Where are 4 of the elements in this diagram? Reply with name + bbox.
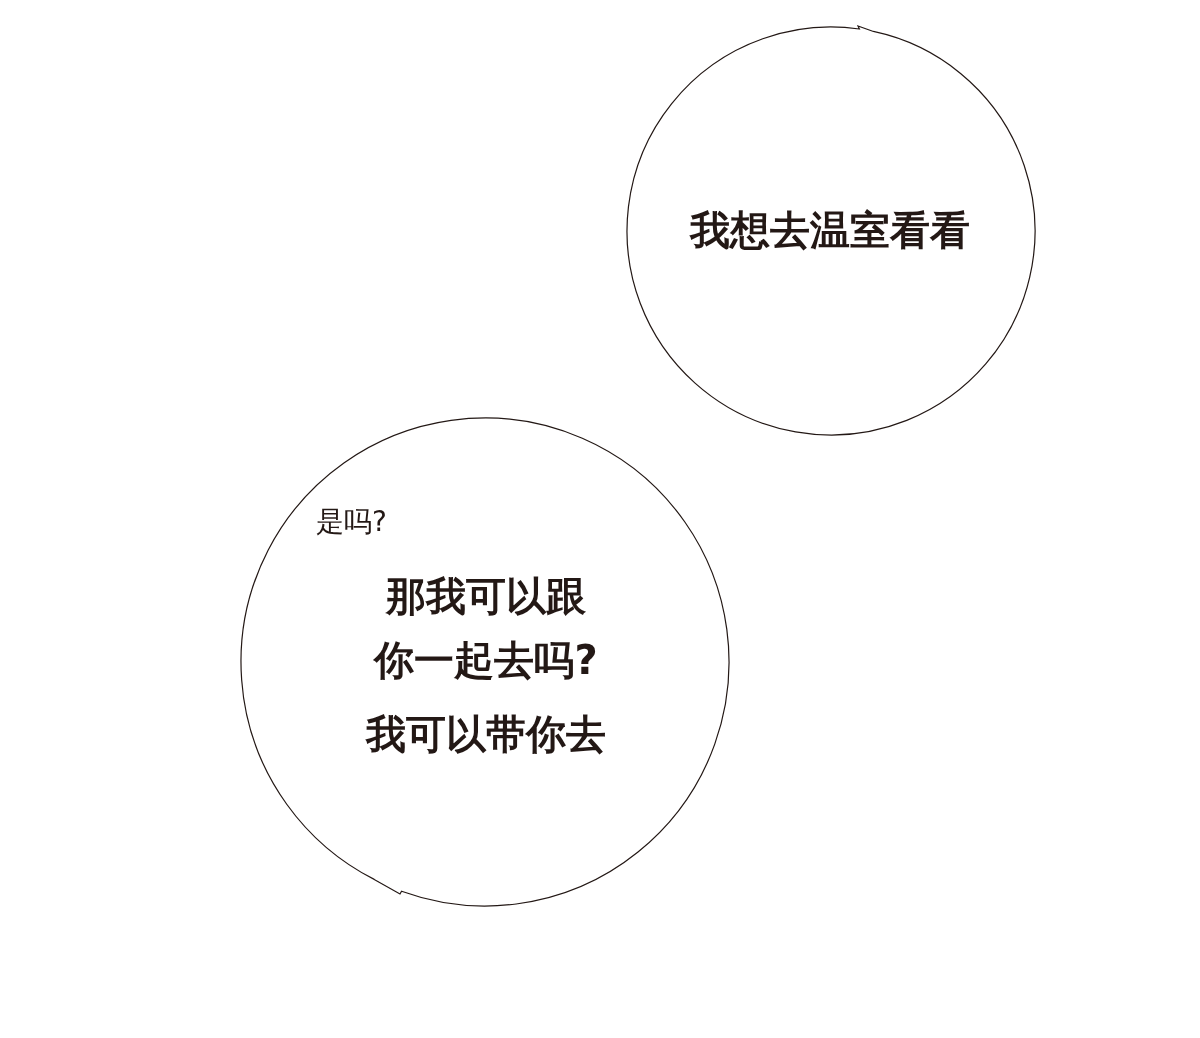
dialogue-text: 我可以带你去: [364, 710, 607, 759]
dialogue-text: 那我可以跟你一起去吗?: [372, 572, 599, 685]
dialogue-text: 我想去温室看看: [688, 206, 971, 255]
dialogue-text: 是吗?: [316, 504, 388, 540]
